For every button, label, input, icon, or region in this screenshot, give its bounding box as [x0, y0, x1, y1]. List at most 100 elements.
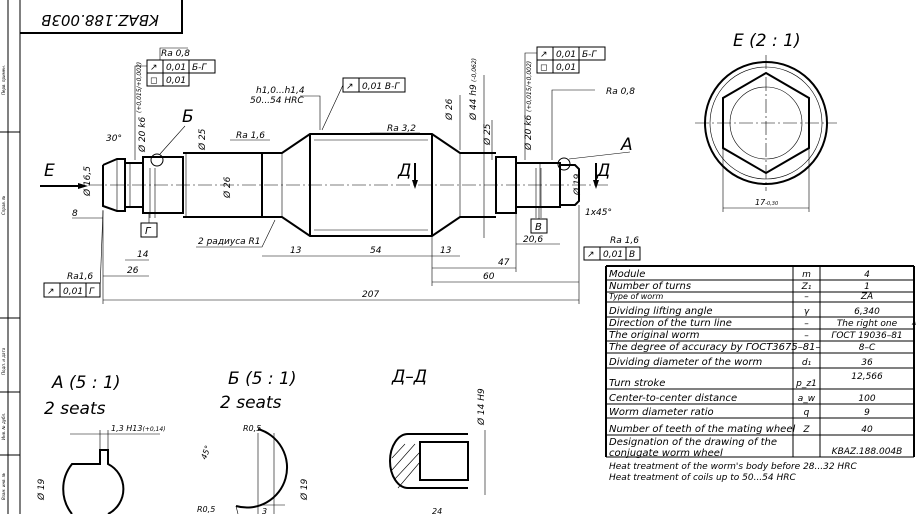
- section-markers: E Б A Д Д: [40, 107, 633, 189]
- section-d-title: Д–Д: [391, 367, 427, 387]
- spec-val-11: 40: [861, 425, 873, 435]
- view-b-r1: R0,5: [243, 424, 261, 433]
- spec-val-8: 12,566: [851, 372, 883, 382]
- spec-param-8: Turn stroke: [609, 378, 665, 389]
- len-54: 54: [370, 246, 382, 256]
- view-a-title: A (5 : 1): [51, 373, 120, 393]
- len-47: 47: [498, 258, 510, 268]
- hardness-note-2: 50...54 HRC: [250, 96, 304, 106]
- view-b-seats: 2 seats: [220, 393, 282, 413]
- label-view-a: A: [620, 135, 633, 155]
- spec-param-7: Dividing diameter of the worm: [609, 357, 762, 368]
- spec-sym-8: p_z1: [795, 379, 817, 389]
- tol-base-1: Б-Г: [192, 63, 207, 73]
- label-view-e: E: [44, 161, 55, 181]
- spec-val-2: ZA: [860, 292, 873, 302]
- radius-note: 2 радиуса R1: [198, 237, 261, 247]
- view-b-title: Б (5 : 1): [228, 369, 297, 389]
- dia-19: Ø 19: [572, 173, 583, 196]
- view-b-width: 3: [262, 507, 267, 514]
- spec-sym-3: γ: [804, 307, 810, 317]
- tol-val-1: 0,01: [166, 63, 186, 73]
- margin-label-4: Инв. № дубл.: [1, 413, 6, 440]
- tolerance-frames: ↗ 0,01 Б-Г ◻ 0,01 Ra 0,8 ↗ 0,01 В-Г ↗ 0,…: [43, 46, 641, 298]
- tol-sym-5: ◻: [540, 63, 547, 73]
- spec-sym-1: Z₁: [801, 282, 812, 292]
- tol-val-3: 0,01 В-Г: [362, 82, 400, 92]
- dia-25-left: Ø 25: [197, 128, 208, 151]
- spec-param-1: Number of turns: [609, 281, 691, 292]
- tol-base-6: В: [629, 250, 635, 260]
- spec-val-4: The right one: [837, 319, 898, 329]
- datum-marks: Г В: [140, 207, 548, 238]
- spec-val-0: 4: [864, 270, 870, 280]
- spec-sym-10: q: [804, 408, 810, 418]
- groove-circle-a: [557, 157, 571, 171]
- spec-param-4: Direction of the turn line: [609, 318, 732, 329]
- spec-note-0: Heat treatment of the worm's body before…: [609, 462, 857, 472]
- spec-param-10: Worm diameter ratio: [609, 407, 714, 418]
- main-notes: Ra 1,6 Ra 3,2 h1,0...h1,4 50...54 HRC 2 …: [106, 86, 612, 248]
- dia-25-right: Ø 25: [482, 123, 493, 146]
- tol-val-4: 0,01: [556, 50, 576, 60]
- chamfer-note: 1x45°: [585, 208, 612, 218]
- sheet-frame: Перв. примен. Справ. № Подп. и дата Инв.…: [0, 0, 21, 514]
- tol-val-5: 0,01: [556, 63, 576, 73]
- label-section-d1: Д: [397, 161, 411, 181]
- section-d: Д–Д Ø 14 H9 24: [389, 367, 487, 516]
- diameter-dims: Ø 16,5 Ø 20 k6 (+0,015/+0,002) Ø 25 Ø 26…: [82, 58, 583, 238]
- view-e-title: E (2 : 1): [733, 31, 801, 51]
- roughness-5: Ra 1,6: [610, 236, 639, 246]
- label-section-d2: Д: [596, 161, 610, 181]
- roughness-3: Ra 3,2: [387, 124, 416, 134]
- tol-val-6: 0,01: [603, 250, 623, 260]
- length-dims: 8 14 26 13 54 13 20,6 47 60 207: [72, 205, 580, 304]
- margin-label-2: Справ. №: [1, 196, 6, 215]
- spec-note-1: Heat treatment of coils up to 50...54 HR…: [609, 473, 797, 483]
- roughness-2: Ra 1,6: [236, 131, 265, 141]
- view-e: E (2 : 1) 17-0,30: [695, 31, 837, 212]
- len-207: 207: [362, 290, 379, 300]
- margin-label-3: Подп. и дата: [1, 347, 6, 375]
- tol-base-4: Б-Г: [582, 50, 597, 60]
- tol-sym-6: ↗: [587, 250, 595, 260]
- len-20-6: 20,6: [523, 235, 543, 245]
- tol-44h9: (-0,062): [471, 58, 478, 82]
- dia-44h9: Ø 44 h9: [468, 84, 479, 121]
- roughness-1: Ra 0,8: [161, 49, 190, 59]
- spec-sym-5: –: [804, 331, 809, 341]
- tol-sym-1: ↗: [150, 63, 158, 73]
- view-e-dim: 17-0,30: [755, 198, 778, 207]
- dia-16-5: Ø 16,5: [82, 166, 93, 197]
- tol-val-2: 0,01: [166, 76, 186, 86]
- dia-26-mid: Ø 26: [444, 98, 455, 121]
- len-13-left: 13: [290, 246, 302, 256]
- spec-param-3: Dividing lifting angle: [609, 306, 713, 317]
- spec-sym-2: –: [804, 292, 809, 302]
- len-8: 8: [72, 209, 78, 219]
- spec-sym-11: Z: [802, 425, 810, 435]
- groove-circle-b: [150, 153, 164, 167]
- spec-val-1: 1: [864, 282, 870, 292]
- tol-sym-2: ◻: [150, 76, 157, 86]
- right-mark: A: [911, 320, 916, 327]
- stamp-box: KBAZ.188.003B: [20, 0, 183, 34]
- spec-val-6: 8–С: [859, 343, 876, 353]
- datum-g: Г: [145, 226, 152, 237]
- spec-param-6: The degree of accuracy by ГОСТ3675–81–: [609, 342, 820, 353]
- len-13-right: 13: [440, 246, 452, 256]
- spec-param-2: Type of worm: [609, 292, 663, 301]
- spec-val-12: KBAZ.188.004B: [832, 447, 903, 457]
- tol-sym-7: ↗: [47, 287, 55, 297]
- label-view-b: Б: [182, 107, 194, 127]
- len-14: 14: [137, 250, 149, 260]
- roughness-4: Ra 0,8: [606, 87, 635, 97]
- spec-param-9: Center-to-center distance: [609, 393, 737, 404]
- tol-sym-3: ↗: [346, 82, 354, 92]
- view-a-seats: 2 seats: [44, 399, 106, 419]
- tol-sym-4: ↗: [540, 50, 548, 60]
- dia-20k6-left: Ø 20 k6: [137, 117, 148, 153]
